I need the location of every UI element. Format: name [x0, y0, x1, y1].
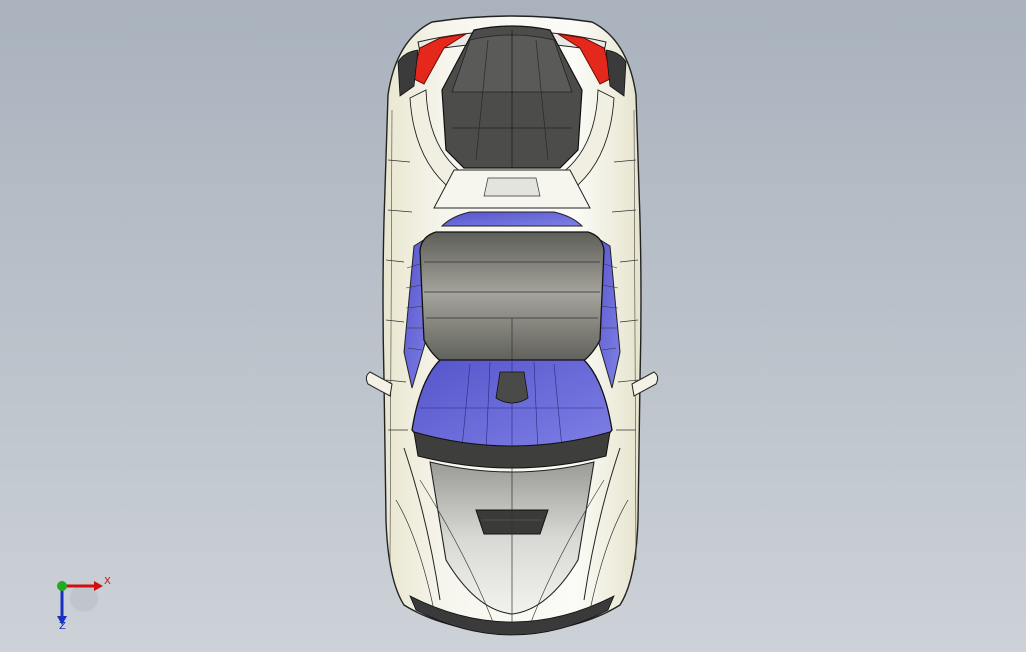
side-mirror-right: [631, 371, 659, 397]
rear-window: [440, 211, 584, 227]
side-mirror-left: [365, 371, 393, 397]
tail-light-left: [411, 33, 467, 85]
x-axis-label: X: [104, 576, 111, 587]
rear-vent-right: [605, 49, 627, 97]
triad-axes: [57, 581, 103, 625]
z-axis-label: Z: [59, 621, 66, 632]
tail-light-right: [557, 33, 613, 85]
rear-vent-left: [397, 49, 419, 97]
front-splitter: [409, 595, 615, 636]
rear-view-mirror: [495, 371, 529, 404]
orientation-triad: X Z: [48, 570, 118, 640]
